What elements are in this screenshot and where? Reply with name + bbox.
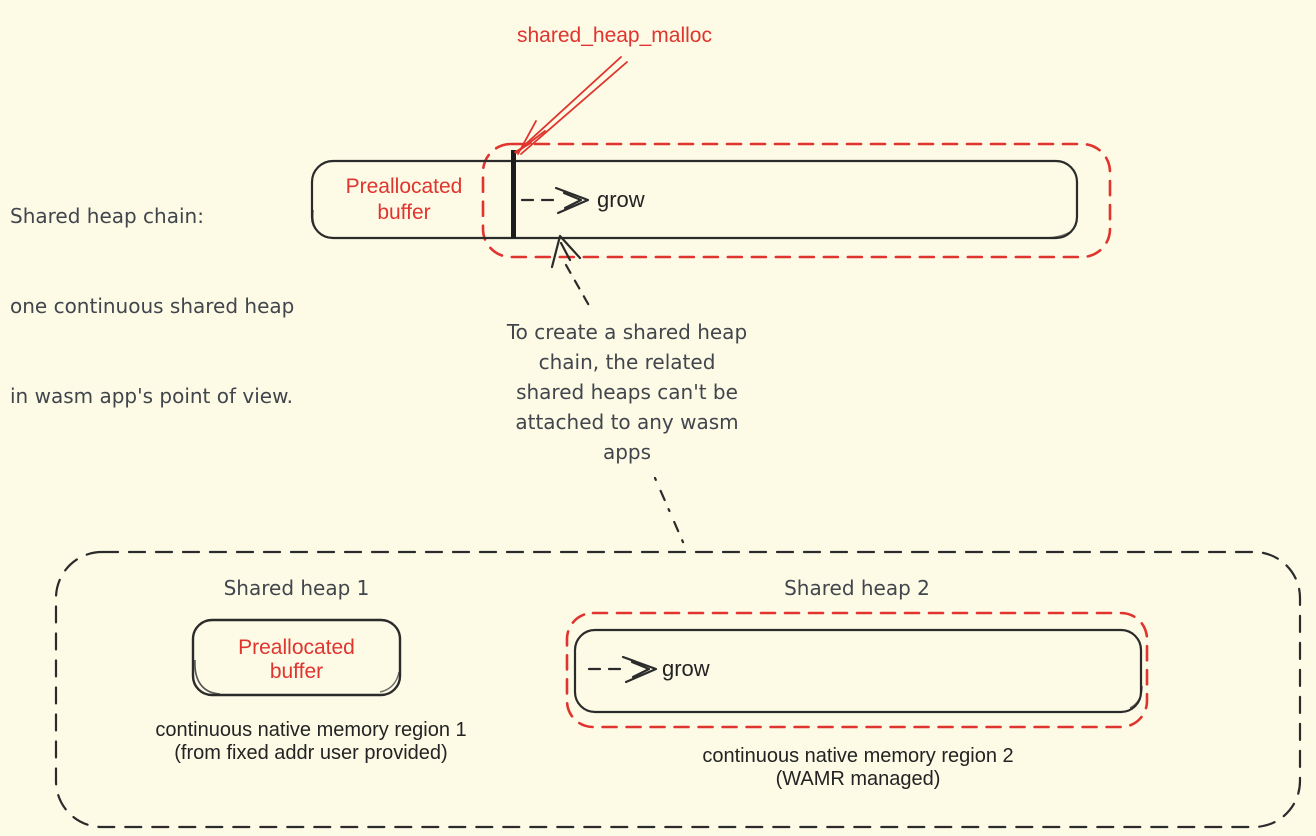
prealloc-buffer-box bbox=[191, 618, 402, 697]
main-heap-bar bbox=[310, 159, 1079, 240]
chain-creation-note: To create a shared heap chain, the relat… bbox=[477, 317, 777, 467]
heap1-prealloc-buffer-line: buffer bbox=[269, 660, 324, 683]
malloc-function-label: shared_heap_malloc bbox=[517, 24, 712, 47]
heap2-caption: continuous native memory region 2 (WAMR … bbox=[658, 745, 1058, 791]
chain-creation-note-line: shared heaps can't be bbox=[516, 380, 738, 404]
heap-chain-red-dashed-outline bbox=[481, 142, 1112, 259]
grow-label: grow bbox=[597, 187, 645, 212]
malloc-arrow bbox=[514, 56, 628, 155]
heap2-box bbox=[573, 628, 1143, 714]
chain-creation-note-line: apps bbox=[602, 440, 652, 464]
heap1-prealloc-buffer-line: Preallocated bbox=[238, 636, 355, 659]
heap2-caption-line: continuous native memory region 2 bbox=[702, 745, 1014, 767]
heap-chain-note: Shared heap chain: one continuous shared… bbox=[10, 141, 294, 471]
heap2-caption-line: (WAMR managed) bbox=[775, 768, 941, 790]
grow-arrow-icon-2 bbox=[587, 655, 658, 684]
bottom-group-dashed-outline bbox=[54, 550, 1302, 829]
chain-creation-note-line: attached to any wasm bbox=[515, 410, 739, 434]
prealloc-buffer-label: Preallocated buffer bbox=[320, 174, 488, 226]
grow-arrow-icon bbox=[520, 186, 590, 215]
prealloc-buffer-label-line: buffer bbox=[377, 201, 431, 224]
heap2-red-dashed-outline bbox=[565, 611, 1149, 729]
prealloc-buffer-label-line: Preallocated bbox=[345, 175, 463, 198]
chain-creation-note-line: chain, the related bbox=[538, 350, 716, 374]
heap-chain-note-line: Shared heap chain: bbox=[10, 204, 204, 228]
heap-chain-note-line: in wasm app's point of view. bbox=[10, 384, 293, 408]
heap1-title: Shared heap 1 bbox=[223, 576, 370, 600]
heap1-caption-line: (from fixed addr user provided) bbox=[174, 742, 448, 764]
heap-chain-note-line: one continuous shared heap bbox=[10, 294, 295, 318]
connector-dashed-line-2 bbox=[653, 476, 688, 551]
heap1-prealloc-buffer-label: Preallocated buffer bbox=[196, 636, 397, 684]
chain-creation-note-line: To create a shared heap bbox=[506, 320, 748, 344]
connector-dashed-line-1 bbox=[564, 263, 593, 311]
heap2-title: Shared heap 2 bbox=[784, 576, 930, 600]
heap1-caption: continuous native memory region 1 (from … bbox=[111, 719, 511, 765]
heap1-caption-line: continuous native memory region 1 bbox=[155, 719, 467, 741]
heap2-grow-label: grow bbox=[662, 656, 710, 681]
pointer-arrow bbox=[550, 234, 582, 269]
